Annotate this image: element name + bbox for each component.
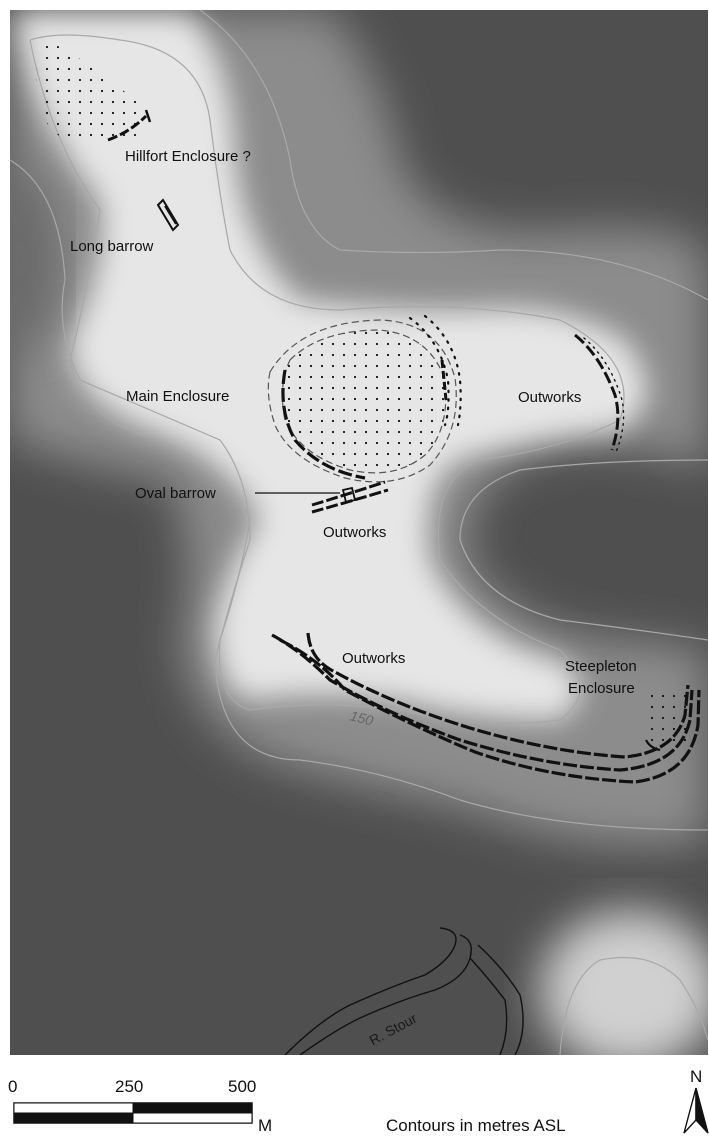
river-valley	[540, 910, 708, 1055]
legend-contours: Contours in metres ASL	[386, 1116, 566, 1135]
main-enclosure	[267, 314, 462, 483]
label-oval-barrow: Oval barrow	[135, 485, 216, 502]
contour-100	[10, 159, 708, 831]
hillfort-enclosure	[36, 38, 152, 145]
scale-bar: 0 250 500 M	[8, 1077, 272, 1135]
steepleton-enclosure	[645, 690, 687, 752]
south-outworks	[271, 632, 701, 784]
label-steepleton-1: Steepleton	[565, 658, 637, 675]
label-outworks-east: Outworks	[518, 389, 581, 406]
contour-100-north	[199, 10, 708, 301]
label-contour-150: 150	[348, 707, 375, 728]
east-outworks	[574, 333, 625, 453]
label-contour-100: 100	[370, 786, 397, 807]
north-arrow: N	[683, 1067, 709, 1134]
scale-tick-0: 0	[8, 1077, 17, 1096]
label-long-barrow: Long barrow	[70, 238, 154, 255]
contour-100-river	[559, 956, 708, 1055]
west-knoll	[10, 170, 60, 350]
label-outworks-center: Outworks	[323, 524, 386, 541]
contours	[10, 10, 708, 1055]
contour-100-east	[459, 459, 708, 641]
contour-150	[29, 34, 625, 724]
long-barrow	[156, 198, 180, 232]
scale-tick-500: 500	[228, 1077, 256, 1096]
north-arrow-icon	[683, 1087, 709, 1134]
label-hillfort: Hillfort Enclosure ?	[125, 148, 251, 165]
north-label: N	[690, 1067, 702, 1086]
scale-unit: M	[258, 1116, 272, 1135]
scale-tick-250: 250	[115, 1077, 143, 1096]
label-steepleton-2: Enclosure	[568, 680, 635, 697]
river-stour	[284, 927, 524, 1055]
label-main-enclosure: Main Enclosure	[126, 388, 229, 405]
label-outworks-south: Outworks	[342, 650, 405, 667]
oval-barrow	[255, 480, 389, 514]
